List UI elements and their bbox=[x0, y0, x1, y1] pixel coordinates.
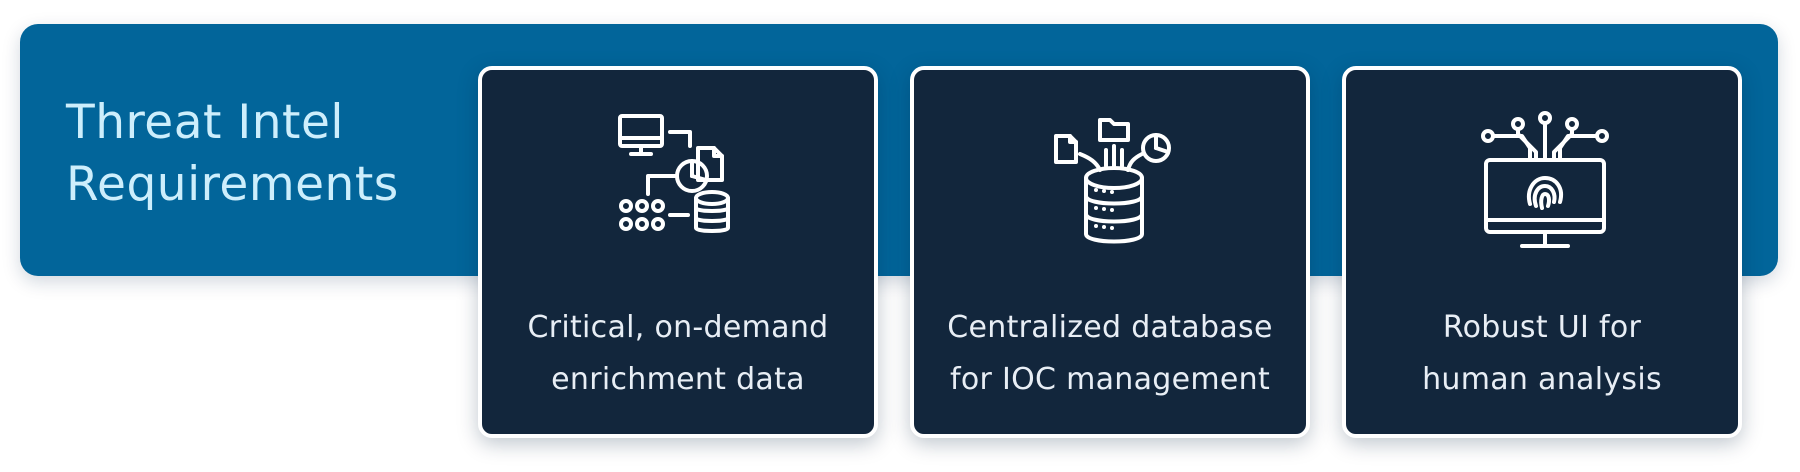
requirement-caption-line-1: Centralized database bbox=[947, 310, 1273, 345]
data-enrichment-icon bbox=[606, 110, 756, 260]
requirement-caption-line-2: human analysis bbox=[1422, 362, 1662, 397]
requirement-card-database: Centralized database for IOC management bbox=[910, 66, 1310, 438]
requirement-caption-line-2: enrichment data bbox=[551, 362, 805, 397]
requirement-card-ui: Robust UI for human analysis bbox=[1342, 66, 1742, 438]
requirement-caption: Robust UI for human analysis bbox=[1346, 302, 1738, 406]
requirement-caption: Critical, on-demand enrichment data bbox=[482, 302, 874, 406]
section-title-line-1: Threat Intel bbox=[66, 95, 344, 150]
section-title-line-2: Requirements bbox=[66, 157, 399, 212]
requirement-caption-line-2: for IOC management bbox=[949, 362, 1271, 397]
requirement-caption-line-1: Robust UI for bbox=[1442, 310, 1642, 345]
section-title: Threat Intel Requirements bbox=[66, 92, 466, 216]
centralized-database-icon bbox=[1038, 110, 1188, 260]
monitor-fingerprint-icon bbox=[1470, 110, 1620, 260]
requirement-caption-line-1: Critical, on-demand bbox=[527, 310, 829, 345]
requirement-card-enrichment: Critical, on-demand enrichment data bbox=[478, 66, 878, 438]
requirement-caption: Centralized database for IOC management bbox=[914, 302, 1306, 406]
